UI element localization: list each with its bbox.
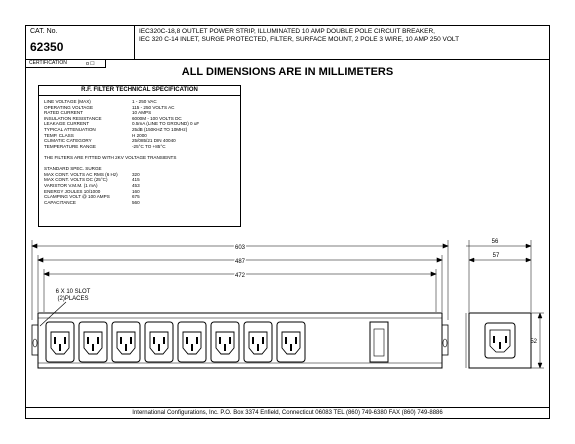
spec-value: 1 - 250 VAC — [132, 99, 157, 104]
spec-key: VARISTOR V.M.M. (1 mA) — [44, 183, 98, 188]
outlet — [177, 321, 207, 363]
spec-key: LEAKAGE CURRENT — [44, 121, 90, 127]
spec-value: 10 AMPS — [132, 110, 152, 116]
spec-key: TEMP. CLASS — [44, 132, 74, 138]
spec-value: 560 — [132, 199, 140, 205]
spec-key: LINE VOLTAGE (MAX) — [44, 99, 91, 104]
spec-key: CLAMPING VOLT @ 100 AMPS — [44, 194, 110, 200]
dim-height: 52 — [530, 339, 537, 345]
spec-key: MAX CONT. VOLTS DC (25°C) — [44, 177, 108, 183]
spec-key: THE FILTERS ARE FITTED WITH 2KV VOLTAGE … — [44, 155, 177, 160]
breaker-switch — [369, 321, 389, 363]
description-line-1: IEC320C-18,8 OUTLET POWER STRIP, ILLUMIN… — [139, 28, 435, 35]
spec-key: CLIMATIC CATEGORY — [44, 138, 92, 144]
mount-slot-left — [32, 338, 38, 348]
catalog-cell: CAT. No. 62350 — [26, 26, 135, 59]
spec-value: 0.5mA (LINE TO GROUND) 0 uF — [132, 121, 200, 127]
outlet — [78, 321, 108, 363]
spec-table: R.F. FILTER TECHNICAL SPECIFICATION LINE… — [38, 85, 241, 227]
spec-key: INSULATION RESISTANCE — [44, 115, 102, 121]
spec-value: H 2000 — [132, 132, 147, 138]
side-view-body — [468, 312, 532, 369]
spec-value: 25dB (150KHZ TO 10MHz) — [132, 127, 188, 132]
spec-value: 6000M - 100 VOLTS DC — [132, 115, 182, 121]
spec-value: 453 — [132, 183, 140, 188]
outlet — [45, 321, 75, 363]
dim-inner: 472 — [235, 273, 246, 279]
outlet — [144, 321, 174, 363]
outlet — [243, 321, 273, 363]
end-tab-left — [31, 324, 39, 356]
dim-side-top: 56 — [492, 239, 499, 245]
spec-value: 675 — [132, 194, 140, 200]
catalog-number: 62350 — [30, 40, 64, 54]
slot-note-line-1: 6 X 10 SLOT — [56, 289, 91, 295]
dim-side-mid: 57 — [493, 253, 500, 259]
certification-value: ɑ ☐ — [86, 61, 95, 67]
certification-row: CERTIFICATION ɑ ☐ — [26, 59, 106, 68]
title-block: CAT. No. 62350 IEC320C-18,8 OUTLET POWER… — [26, 26, 549, 60]
spec-key: TYPICAL ATTENUATION — [44, 127, 96, 132]
outlet — [276, 321, 306, 363]
spec-value: 320 — [132, 171, 140, 177]
spec-value: 415 — [132, 177, 140, 183]
side-inlet — [484, 322, 516, 359]
page-title: ALL DIMENSIONS ARE IN MILLIMETERS — [181, 66, 394, 78]
slot-note-line-2: (2)PLACES — [57, 296, 88, 302]
end-tab-right — [441, 324, 449, 356]
spec-key: ENERGY JOULES 10/1000 — [44, 188, 101, 194]
spec-key: MAX CONT. VOLTS AC RMS (6 Hz) — [44, 171, 118, 177]
catalog-label: CAT. No. — [30, 28, 58, 35]
company-footer: International Configurations, Inc. P.O. … — [26, 407, 549, 418]
outlet — [210, 321, 240, 363]
certification-label: CERTIFICATION — [29, 60, 67, 66]
drawing-frame: CAT. No. 62350 IEC320C-18,8 OUTLET POWER… — [25, 25, 550, 419]
spec-table-heading: R.F. FILTER TECHNICAL SPECIFICATION — [39, 86, 240, 96]
spec-value: 25/085/21 DIN 40040 — [132, 138, 176, 144]
spec-value: 160 — [132, 188, 140, 194]
spec-key: RATED CURRENT — [44, 110, 83, 116]
spec-key: TEMPERATURE RANGE — [44, 143, 96, 149]
slot-leader — [39, 301, 67, 327]
spec-key: STANDARD SPEC. SURGE — [44, 166, 102, 172]
dim-mid: 487 — [235, 259, 246, 265]
spec-value: 115 - 250 VOLTS AC — [132, 104, 175, 110]
outlet — [111, 321, 141, 363]
dim-overall: 603 — [235, 245, 246, 251]
spec-key: CAPACITANCE — [44, 199, 76, 205]
product-description: IEC320C-18,8 OUTLET POWER STRIP, ILLUMIN… — [139, 28, 459, 44]
spec-value: -25°C TO +85°C — [132, 143, 166, 149]
description-line-2: IEC 320 C-14 INLET, SURGE PROTECTED, FIL… — [139, 36, 460, 43]
mount-slot-right — [442, 338, 448, 348]
spec-key: OPERATING VOLTAGE — [44, 104, 94, 110]
breaker-rocker — [373, 328, 385, 357]
